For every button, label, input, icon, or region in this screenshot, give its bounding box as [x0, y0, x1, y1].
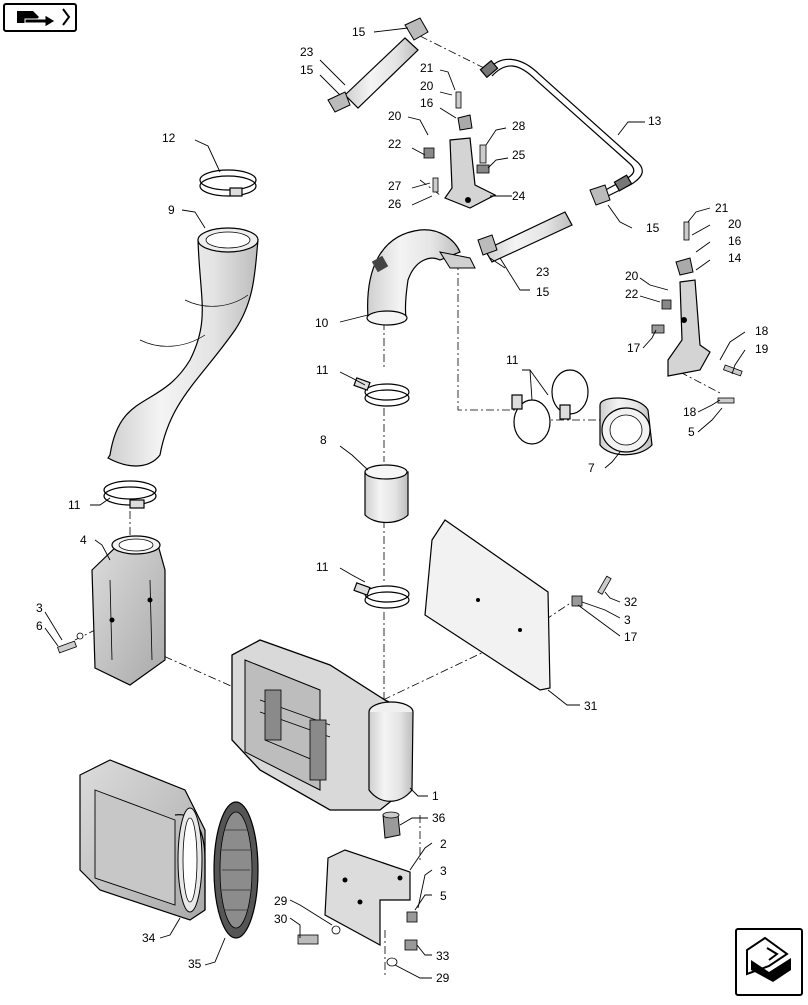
callout-7: 7 — [588, 461, 595, 475]
clamp-11-b — [353, 377, 410, 407]
callout-15: 15 — [646, 221, 660, 235]
callout-11: 11 — [316, 363, 329, 377]
callout-19: 19 — [755, 342, 769, 356]
sleeve-8 — [364, 464, 409, 524]
callout-11: 11 — [316, 560, 329, 574]
callout-18: 18 — [683, 405, 697, 419]
callout-9: 9 — [168, 203, 175, 217]
callout-17: 17 — [624, 630, 638, 644]
clamp-11-d — [511, 369, 589, 445]
callout-16: 16 — [420, 96, 434, 110]
callout-34: 34 — [142, 931, 156, 945]
callout-17: 17 — [627, 341, 641, 355]
callout-8: 8 — [320, 433, 327, 447]
callout-22: 22 — [625, 287, 639, 301]
page-forward-icon — [17, 8, 71, 28]
air-cleaner-1 — [231, 639, 414, 811]
valve-36 — [382, 811, 401, 839]
clamp-11-c — [353, 582, 410, 609]
page-forward-button[interactable] — [3, 3, 77, 32]
callout-5: 5 — [688, 425, 695, 439]
elbow-10 — [366, 229, 476, 326]
bracket-24 — [423, 91, 497, 209]
callout-16: 16 — [728, 234, 742, 248]
leader-lines — [44, 27, 746, 979]
callout-31: 31 — [584, 699, 598, 713]
callout-29: 29 — [274, 894, 288, 908]
hose-9 — [107, 227, 259, 467]
callout-14: 14 — [728, 251, 742, 265]
callout-13: 13 — [648, 114, 662, 128]
inlet-hood-4 — [91, 535, 166, 686]
callout-15: 15 — [536, 285, 550, 299]
callout-15: 15 — [352, 25, 366, 39]
callout-20: 20 — [388, 109, 402, 123]
callout-3: 3 — [440, 864, 447, 878]
callout-32: 32 — [624, 595, 638, 609]
hose-23-lower — [477, 184, 611, 263]
callout-11: 11 — [506, 353, 519, 367]
shield-31 — [424, 519, 612, 691]
callout-12: 12 — [162, 131, 176, 145]
callout-20: 20 — [728, 217, 742, 231]
bolt-6 — [57, 632, 84, 654]
callout-25: 25 — [512, 148, 526, 162]
next-page-icon — [746, 936, 791, 982]
callout-24: 24 — [512, 189, 526, 203]
callout-20: 20 — [625, 269, 639, 283]
callout-21: 21 — [715, 201, 729, 215]
callout-2: 2 — [440, 837, 447, 851]
callout-26: 26 — [388, 197, 402, 211]
callout-23: 23 — [536, 265, 550, 279]
filter-element-34 — [79, 759, 206, 921]
callout-30: 30 — [274, 912, 288, 926]
hose-23-upper — [327, 17, 429, 113]
bracket-14 — [651, 221, 743, 404]
callout-27: 27 — [388, 179, 402, 193]
callout-33: 33 — [436, 949, 450, 963]
callout-21: 21 — [420, 61, 434, 75]
callout-29: 29 — [436, 971, 450, 985]
clamp-11-a — [103, 480, 157, 509]
adapter-7 — [599, 397, 653, 456]
callout-5: 5 — [440, 889, 447, 903]
callout-15: 15 — [300, 63, 314, 77]
callout-3: 3 — [36, 601, 43, 615]
callout-36: 36 — [432, 811, 446, 825]
callout-10: 10 — [315, 316, 329, 330]
callout-11: 11 — [68, 498, 81, 512]
callout-20: 20 — [420, 79, 434, 93]
bracket-2 — [297, 849, 418, 967]
callout-6: 6 — [36, 619, 43, 633]
callout-4: 4 — [80, 533, 87, 547]
clamp-12 — [199, 169, 257, 197]
callout-3: 3 — [624, 613, 631, 627]
next-page-button[interactable] — [735, 928, 803, 996]
callout-35: 35 — [188, 957, 202, 971]
callout-23: 23 — [300, 45, 314, 59]
callout-28: 28 — [512, 119, 526, 133]
callout-numbers: 15 23 15 21 20 16 20 22 27 26 28 25 24 1… — [36, 25, 769, 985]
callout-1: 1 — [432, 789, 439, 803]
callout-22: 22 — [388, 137, 402, 151]
callout-18: 18 — [755, 324, 769, 338]
breather-tube-13 — [479, 58, 643, 201]
inner-filter-35 — [213, 801, 259, 939]
